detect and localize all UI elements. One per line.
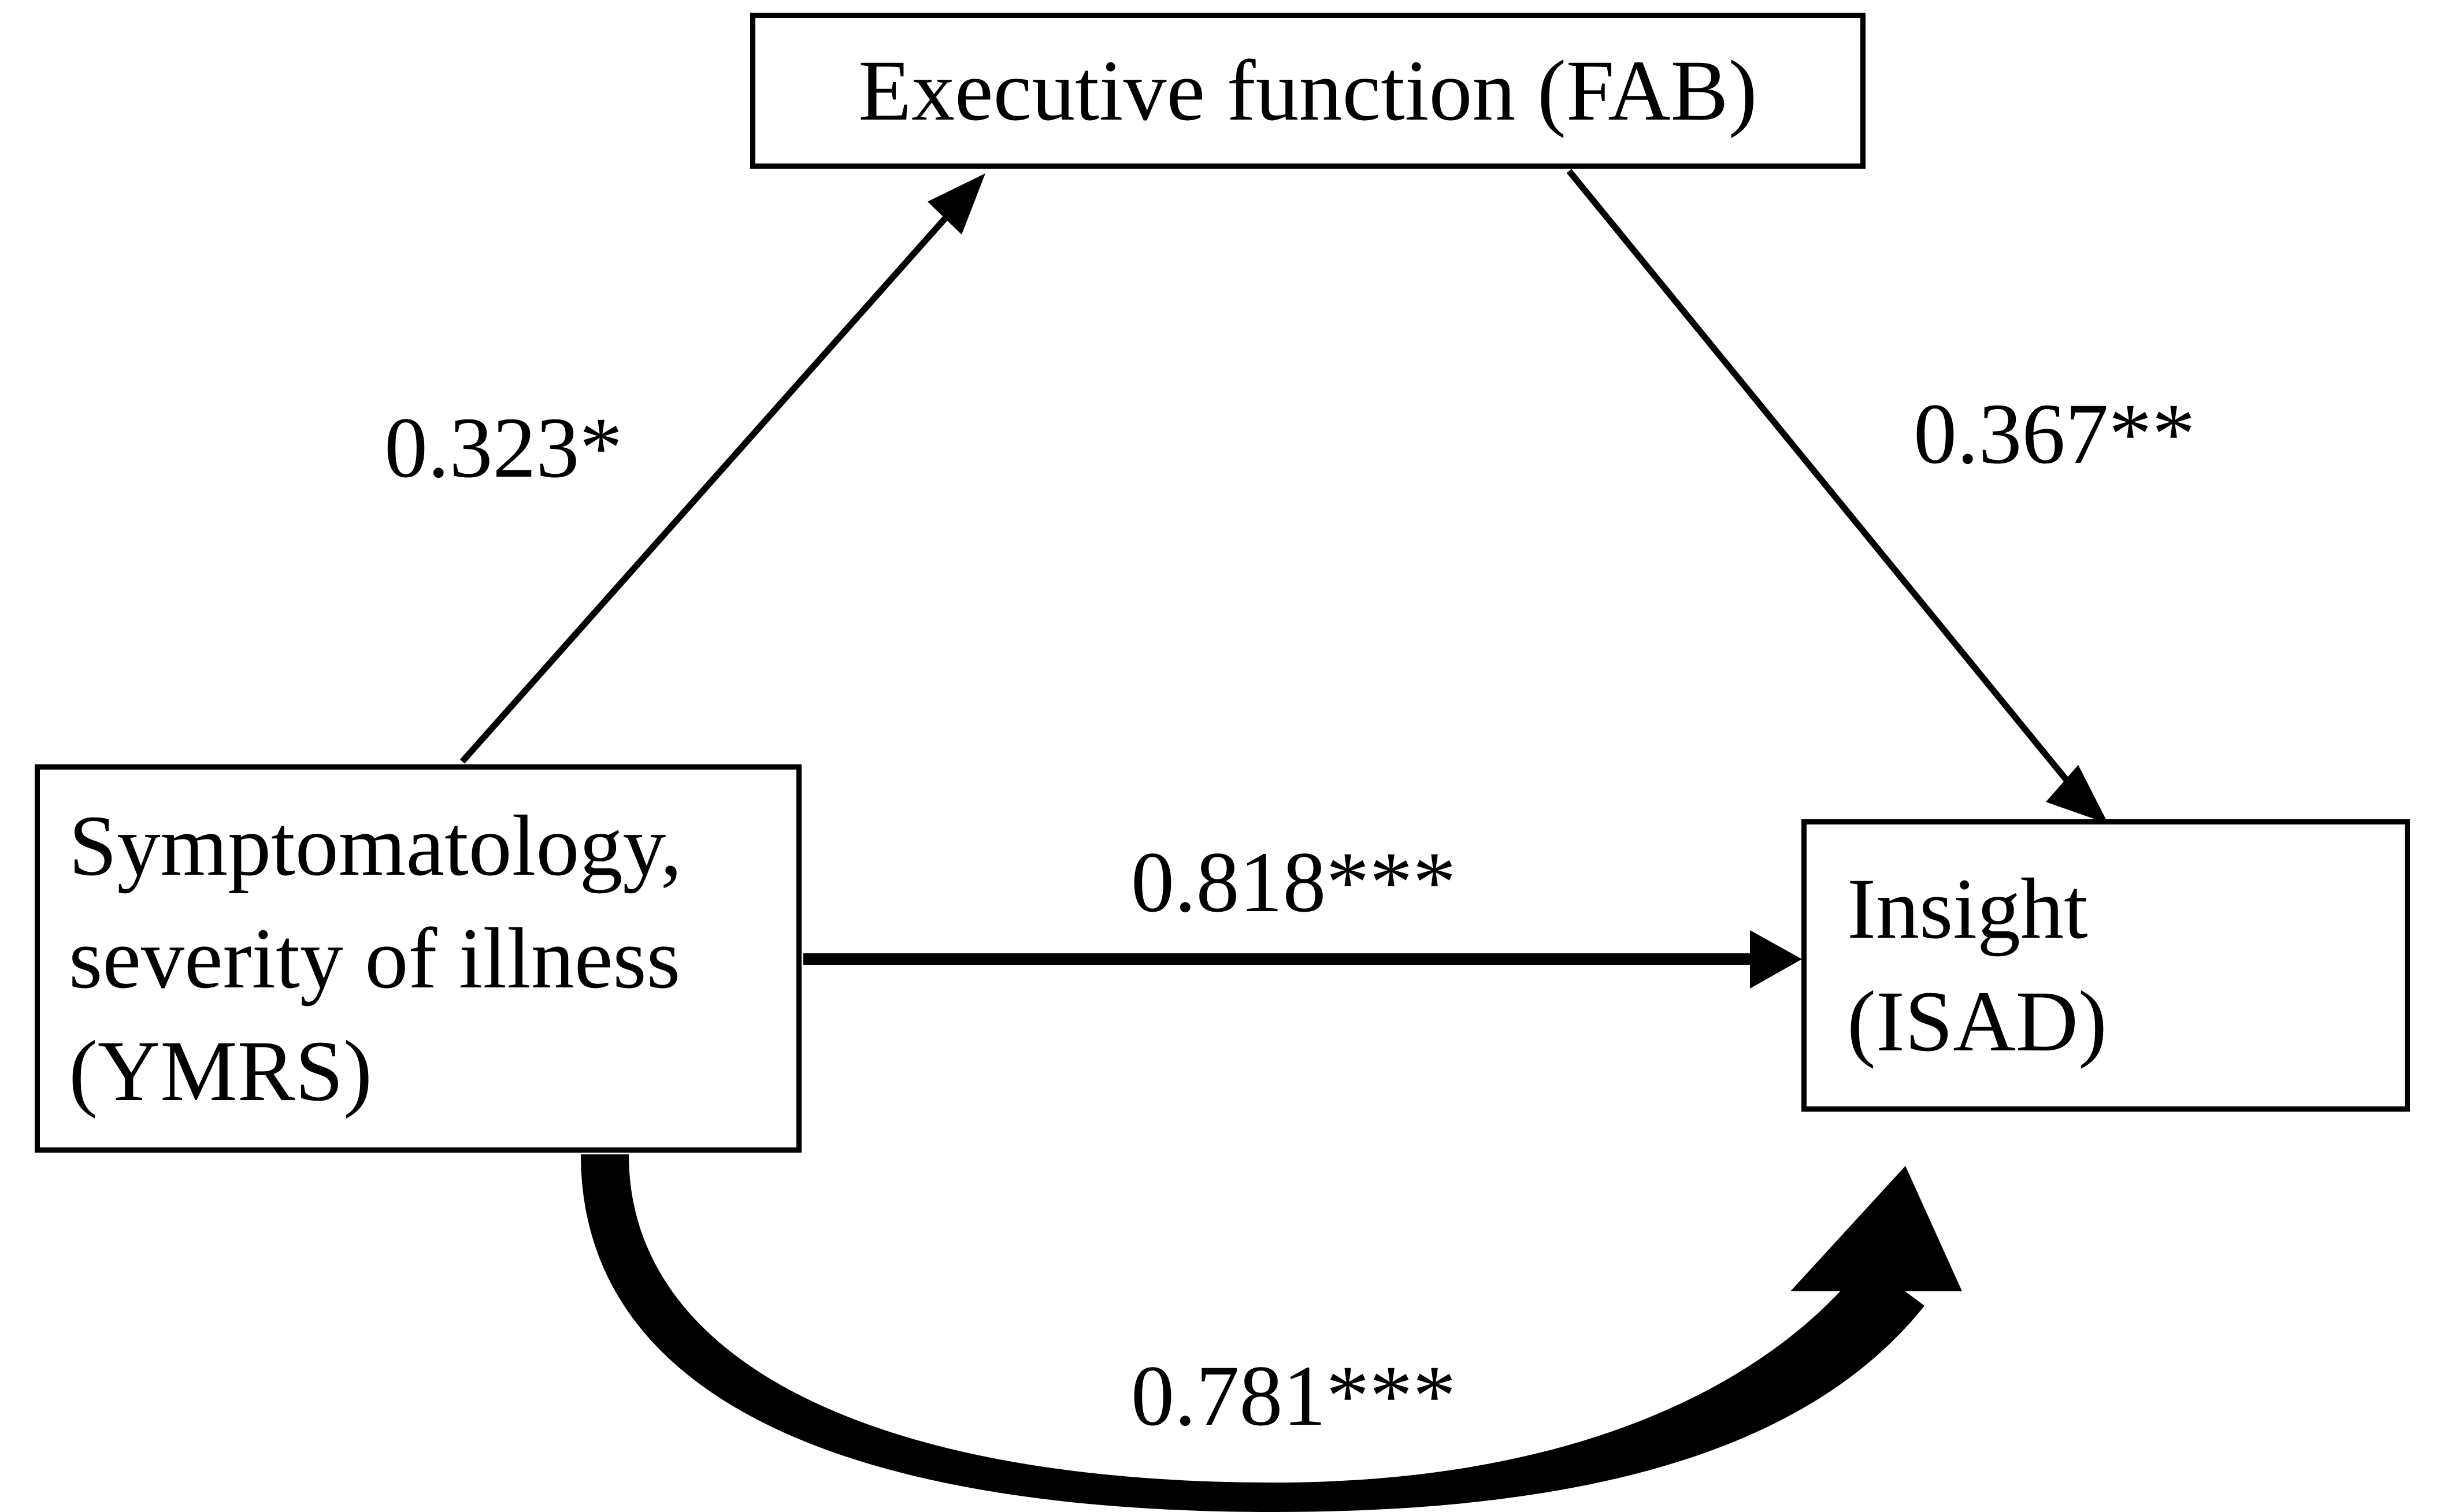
edge-label-total-effect: 0.818***: [1123, 839, 1464, 926]
edge-total-effect-arrow: [803, 930, 1802, 989]
edge-label-direct-effect: 0.781***: [1123, 1353, 1464, 1439]
edge-b-path-arrow: [1566, 169, 2108, 824]
node-insight-label: Insight (ISAD): [1847, 861, 2107, 1069]
node-symptomatology[interactable]: Symptomatology, severity of illness (YMR…: [35, 764, 802, 1153]
edge-label-b-path: 0.367**: [1905, 391, 2204, 477]
edge-direct-effect-arrow: [581, 1154, 1962, 1512]
edge-a-path-arrow: [459, 173, 985, 764]
node-executive-function[interactable]: Executive function (FAB): [750, 13, 1866, 169]
node-insight[interactable]: Insight (ISAD): [1801, 819, 2410, 1112]
node-symptomatology-label: Symptomatology, severity of illness (YMR…: [69, 797, 683, 1119]
node-executive-function-label: Executive function (FAB): [858, 42, 1757, 139]
edge-label-a-path: 0.323*: [376, 404, 631, 491]
